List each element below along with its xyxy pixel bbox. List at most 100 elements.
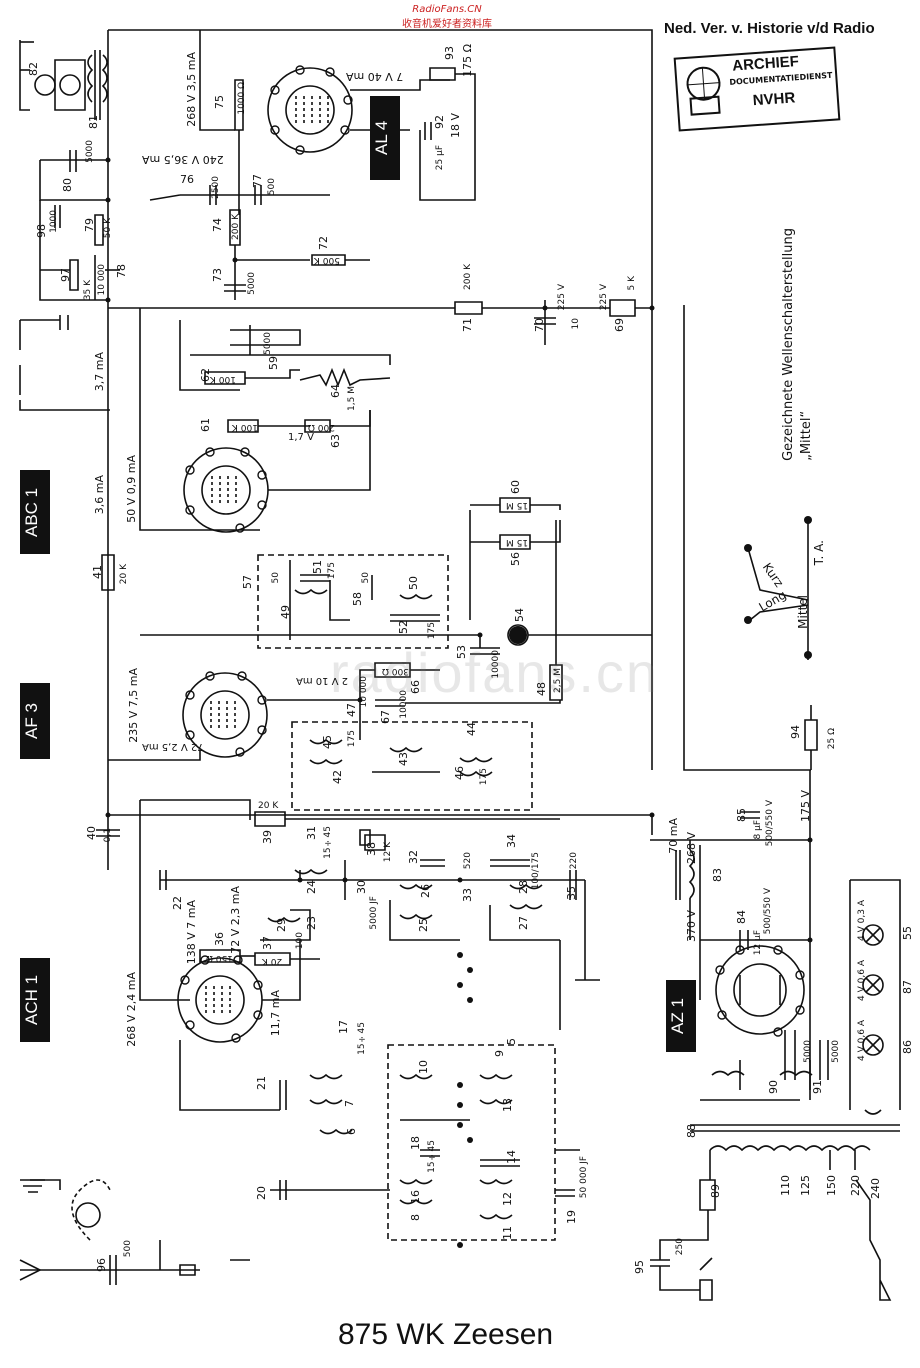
current-72-2-3: 72 V 2,3 mA	[229, 886, 242, 954]
comp-56: 56	[509, 552, 522, 566]
current-70ma: 70 mA	[667, 818, 680, 854]
comp-92: 92	[433, 115, 446, 129]
comp-23: 23	[305, 916, 318, 930]
comp-85: 85	[735, 808, 748, 822]
lamp-55: 55	[901, 926, 914, 940]
comp-32-value: 520	[463, 852, 473, 870]
comp-40-value: 0,1	[103, 828, 113, 843]
lamp-55-value: 4 V 0,3 A	[857, 900, 867, 941]
comp-80: 80	[61, 178, 74, 192]
comp-52: 52	[397, 620, 410, 634]
voltage-175: 175 V	[799, 790, 812, 823]
comp-57-value: 50	[271, 572, 281, 584]
voltage-268: 268 V	[685, 832, 698, 865]
comp-31-value: 15÷45	[323, 826, 333, 859]
watermark: radiofans.cn	[330, 641, 660, 704]
voltage-1-7: 1,7 V	[288, 432, 314, 443]
comp-47-value: 10 000	[359, 676, 369, 708]
comp-14: 14	[505, 1150, 518, 1164]
comp-77: 77	[251, 174, 264, 188]
comp-88: 88	[685, 1124, 698, 1138]
wave-switch-mittel: Mittel	[796, 595, 810, 629]
comp-96-value: 500	[123, 1240, 133, 1258]
comp-94: 94	[789, 725, 802, 739]
comp-72: 72	[317, 236, 330, 250]
comp-6: 6	[345, 1128, 358, 1135]
comp-53: 53	[455, 645, 468, 659]
comp-41: 41	[91, 565, 104, 579]
site-mark: RadioFans.CN 收音机爱好者资料库	[402, 4, 492, 30]
comp-23-value: 100	[295, 932, 305, 950]
comp-94-value: 25 Ω	[827, 728, 837, 750]
comp-18: 18	[409, 1136, 422, 1150]
comp-13: 13	[501, 1098, 514, 1112]
lamp-86-value: 4 V 0,6 A	[857, 1020, 867, 1061]
comp-69-value: 5 K	[627, 276, 637, 291]
comp-16: 16	[409, 1190, 422, 1204]
current-80: 240 V 36,5 mA	[142, 153, 224, 166]
comp-48: 48	[535, 682, 548, 696]
comp-60: 60	[509, 480, 522, 494]
comp-73: 73	[211, 268, 224, 282]
comp-66: 66	[409, 680, 422, 694]
current-50v: 50 V 0,9 mA	[125, 455, 138, 523]
tap-110: 110	[779, 1175, 792, 1196]
comp-19-value: 50 000 JF	[579, 1156, 589, 1199]
comp-61-value: 100 K	[232, 422, 258, 432]
comp-34-value: 220	[569, 852, 579, 870]
comp-27: 27	[517, 916, 530, 930]
comp-45: 45	[321, 735, 334, 749]
comp-64-value: 1,5 M	[347, 386, 357, 411]
current-138: 138 V 7 mA	[185, 900, 198, 965]
comp-90-value: 5000	[803, 1040, 813, 1063]
tap-240: 240	[869, 1178, 882, 1199]
comp-51-value: 175	[327, 562, 337, 580]
comp-74: 74	[211, 218, 224, 232]
comp-71-value: 200 K	[463, 264, 473, 290]
comp-84-cap: 12 μF	[753, 930, 763, 956]
current-3-7: 3,7 mA	[93, 352, 106, 392]
comp-32: 32	[407, 850, 420, 864]
comp-46: 46	[453, 766, 466, 780]
comp-70-value: 10	[571, 318, 581, 330]
comp-69: 69	[613, 318, 626, 332]
comp-95-value: 250	[675, 1238, 685, 1256]
comp-26: 26	[419, 884, 432, 898]
comp-5: 5	[505, 1038, 518, 1045]
comp-39-value: 20 K	[258, 801, 279, 811]
comp-21: 21	[255, 1076, 268, 1090]
voltage-225-a: 225 V	[557, 284, 567, 311]
comp-20: 20	[255, 1186, 268, 1200]
comp-62-value: 100 K	[210, 374, 236, 384]
comp-59: 59	[267, 356, 280, 370]
comp-17: 17	[337, 1020, 350, 1034]
comp-84-value: 500/550 V	[763, 888, 773, 935]
comp-63: 63	[329, 434, 342, 448]
comp-97-value: 35 K	[83, 280, 93, 301]
comp-9: 9	[493, 1050, 506, 1057]
comp-90: 90	[767, 1080, 780, 1094]
tube-label-af3: AF 3	[20, 683, 50, 759]
comp-96: 96	[95, 1258, 108, 1272]
comp-33: 33	[461, 888, 474, 902]
comp-76-value: 2500	[211, 176, 221, 199]
comp-67: 67	[379, 710, 392, 724]
comp-77-value: 500	[267, 178, 277, 196]
comp-28: 28	[517, 880, 530, 894]
comp-25: 25	[417, 918, 430, 932]
comp-95: 95	[633, 1260, 646, 1274]
comp-84: 84	[735, 910, 748, 924]
comp-51: 51	[311, 560, 324, 574]
lamp-87: 87	[901, 980, 914, 994]
comp-17-value: 15÷45	[357, 1022, 367, 1055]
comp-70: 70	[533, 318, 546, 332]
comp-79: 79	[83, 218, 96, 232]
comp-98-value: 1000	[49, 210, 59, 233]
comp-37: 37	[261, 936, 274, 950]
comp-60-value: 5000	[263, 332, 273, 355]
voltage-225-b: 225 V	[599, 284, 609, 311]
comp-76: 76	[180, 173, 194, 186]
archive-stamp: ARCHIEF DOCUMENTATIEDIENST NVHR	[673, 46, 841, 132]
lamp-87-value: 4 V 0,6 A	[857, 960, 867, 1001]
